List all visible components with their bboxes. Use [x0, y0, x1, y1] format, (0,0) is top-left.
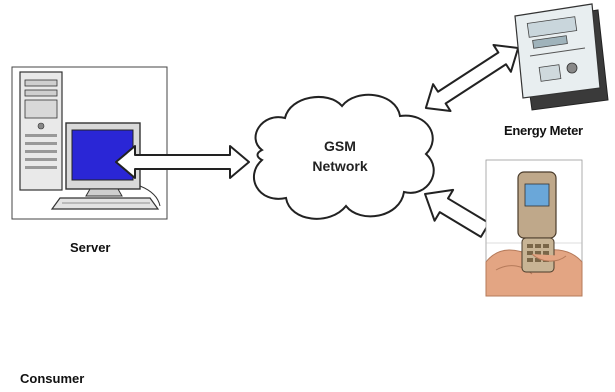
arrow-server-network: [115, 145, 250, 179]
energy-meter-label: Energy Meter: [504, 123, 583, 138]
arrow-network-meter: [424, 43, 520, 113]
network-label-line2: Network: [312, 158, 368, 174]
server-label: Server: [70, 240, 111, 255]
arrow-consumer-network: [423, 188, 491, 238]
server-icon: [11, 66, 168, 220]
gsm-network-cloud: [252, 93, 435, 220]
energy-meter-icon: [514, 3, 609, 111]
consumer-label: Consumer: [20, 371, 85, 386]
consumer-phone-icon: [485, 159, 583, 297]
network-label-line1: GSM: [324, 138, 356, 154]
network-label: GSM Network: [300, 136, 380, 176]
